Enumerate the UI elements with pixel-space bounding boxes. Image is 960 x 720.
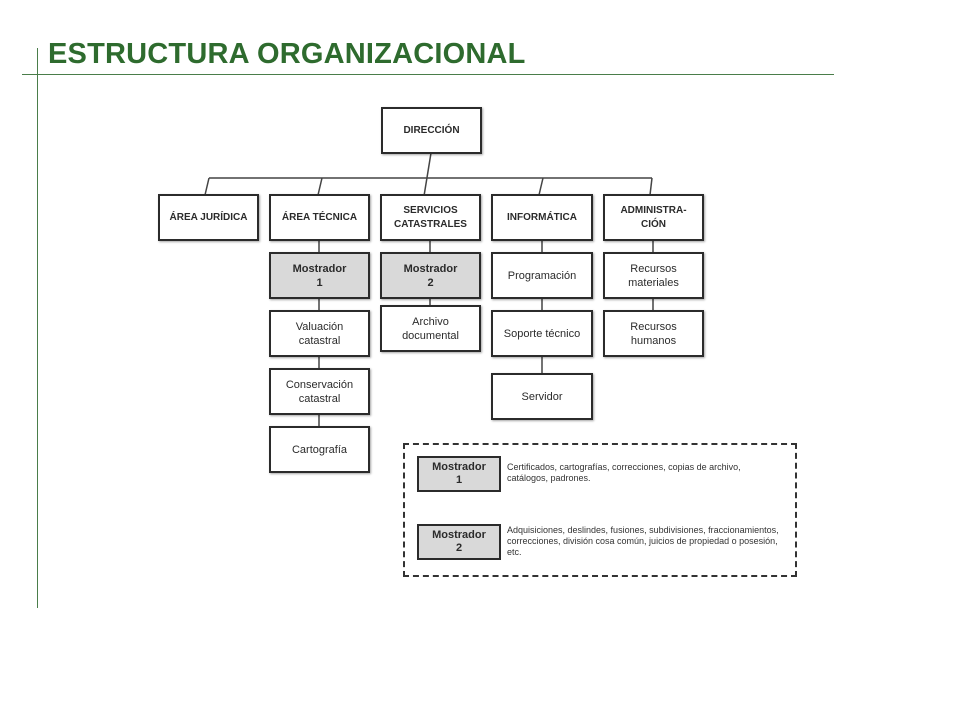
node-programacion: Programación — [491, 252, 593, 299]
node-conservacion-catastral: Conservación catastral — [269, 368, 370, 415]
node-servidor: Servidor — [491, 373, 593, 420]
accent-vertical-rule — [37, 48, 38, 608]
connector-juridica — [204, 177, 210, 196]
node-informatica: INFORMÁTICA — [491, 194, 593, 241]
node-mostrador-1: Mostrador 1 — [269, 252, 370, 299]
legend-text-mostrador-2: Adquisiciones, deslindes, fusiones, subd… — [507, 525, 779, 557]
node-servicios-catastrales: SERVICIOS CATASTRALES — [380, 194, 481, 241]
accent-horizontal-rule — [22, 74, 834, 75]
connector-informatica — [538, 177, 544, 196]
node-mostrador-2: Mostrador 2 — [380, 252, 481, 299]
legend-key-mostrador-1: Mostrador 1 — [417, 456, 501, 492]
connector-administracion — [649, 177, 653, 196]
connector-root-down — [423, 152, 432, 197]
node-valuacion-catastral: Valuación catastral — [269, 310, 370, 357]
node-administracion: ADMINISTRA- CIÓN — [603, 194, 704, 241]
legend-key-mostrador-2: Mostrador 2 — [417, 524, 501, 560]
legend-panel: Mostrador 1 Certificados, cartografías, … — [403, 443, 797, 577]
node-area-tecnica: ÁREA TÉCNICA — [269, 194, 370, 241]
node-direccion: DIRECCIÓN — [381, 107, 482, 154]
node-recursos-humanos: Recursos humanos — [603, 310, 704, 357]
connector-tecnica — [317, 177, 323, 196]
node-archivo-documental: Archivo documental — [380, 305, 481, 352]
slide-title: ESTRUCTURA ORGANIZACIONAL — [48, 38, 526, 70]
node-cartografia: Cartografía — [269, 426, 370, 473]
node-soporte-tecnico: Soporte técnico — [491, 310, 593, 357]
legend-text-mostrador-1: Certificados, cartografías, correcciones… — [507, 462, 741, 483]
node-area-juridica: ÁREA JURÍDICA — [158, 194, 259, 241]
node-recursos-materiales: Recursos materiales — [603, 252, 704, 299]
